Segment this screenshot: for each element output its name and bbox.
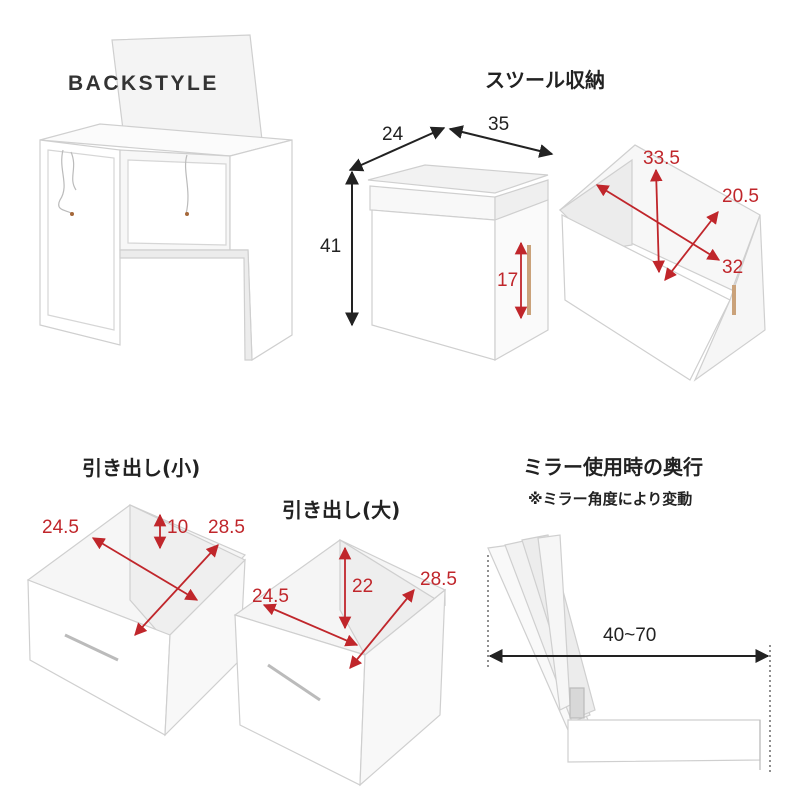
mirror-angle-note: ※ミラー角度により変動 [528, 490, 693, 508]
drawer-small-illustration [26, 504, 247, 737]
drawer-large-height-label: 22 [352, 576, 374, 597]
stool-width-label: 35 [488, 114, 510, 135]
drawer-large-depth-arrow [349, 589, 415, 669]
drawer-small-depth-label: 28.5 [208, 517, 245, 538]
stool-width-arrow [448, 125, 554, 158]
drawer-small-height-label: 10 [167, 517, 189, 538]
stool-side-marker-label: 17 [497, 270, 519, 291]
mirror-illustration [487, 534, 761, 770]
drawer-small-width-label: 24.5 [42, 517, 79, 538]
mirror-range-label: 40~70 [603, 625, 657, 646]
drawer-large-width-arrow [262, 603, 359, 647]
drawer-small-title: 引き出し(小) [82, 456, 201, 480]
inner-height-label: 33.5 [643, 148, 680, 169]
inner-width-label: 20.5 [722, 186, 759, 207]
inner-width-arrow [664, 211, 719, 281]
drawer-large-illustration [233, 538, 447, 787]
stool-depth-arrow [348, 126, 446, 172]
drawer-large-depth-label: 28.5 [420, 569, 457, 590]
mirror-depth-title: ミラー使用時の奥行 [523, 455, 703, 479]
drawer-small-depth-arrow [134, 544, 219, 636]
stool-outer-illustration [367, 164, 549, 362]
stool-height-label: 41 [320, 236, 342, 257]
backstyle-title: BACKSTYLE [68, 72, 219, 95]
drawer-large-title: 引き出し(大) [282, 498, 401, 522]
stool-depth-label: 24 [382, 124, 404, 145]
inner-depth-label: 32 [722, 257, 744, 278]
vanity-back-illustration [39, 34, 293, 362]
stool-storage-title: スツール収納 [485, 68, 605, 92]
drawer-large-width-label: 24.5 [252, 586, 289, 607]
